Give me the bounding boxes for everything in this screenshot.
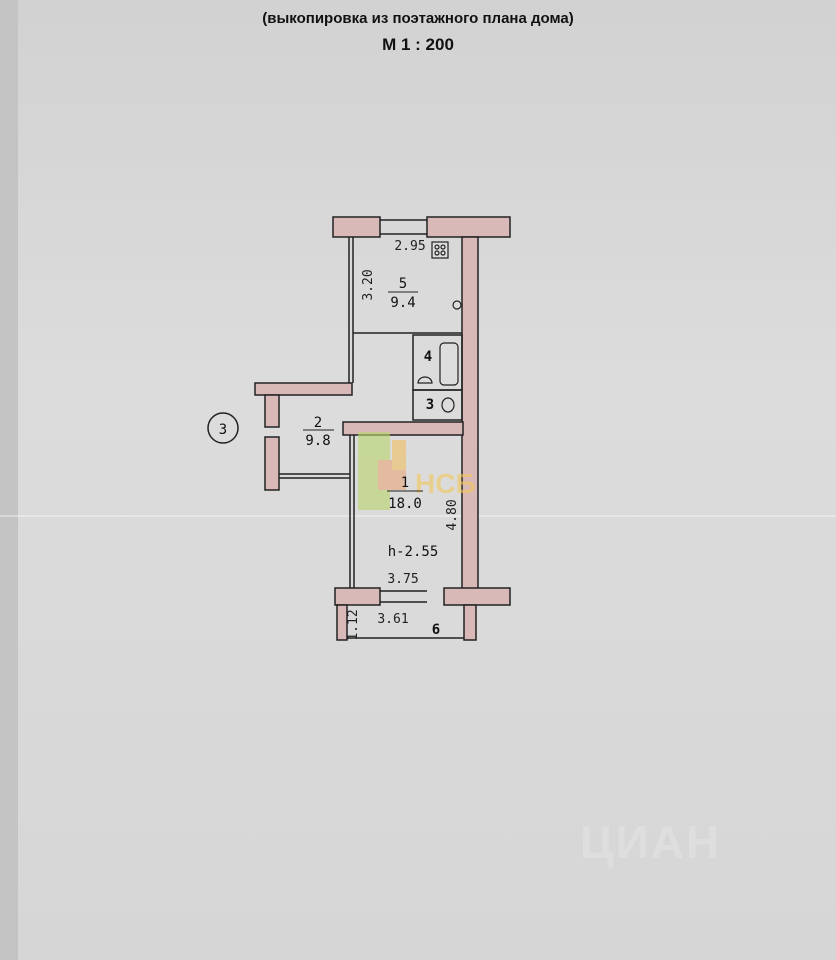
room-5-area: 9.4: [390, 295, 415, 311]
wall-partition: [342, 421, 464, 436]
water-heater-icon: [452, 300, 462, 310]
room-2-area: 9.8: [305, 433, 330, 449]
toilet-icon: [441, 397, 455, 413]
stove-icon: [431, 241, 449, 259]
room-5-number: 5: [399, 276, 407, 292]
thin-walls: [279, 219, 464, 639]
dim-room1-width: 3.75: [387, 572, 418, 587]
axis-marker-label: 3: [219, 422, 227, 438]
plan-subtitle: (выкопировка из поэтажного плана дома): [262, 10, 574, 27]
room-3-number: 3: [426, 397, 434, 413]
wall-top-left: [332, 216, 381, 238]
room-1-number: 1: [401, 475, 409, 491]
paper-sheet: [18, 0, 836, 960]
room-4-number: 4: [424, 349, 432, 365]
axis-marker: 3: [207, 412, 239, 444]
wall-room2-upper: [264, 394, 280, 428]
wall-bottom-left: [334, 587, 381, 606]
nsb-logo: НСБ: [358, 432, 476, 510]
svg-text:НСБ: НСБ: [415, 468, 476, 499]
walls: [254, 216, 511, 641]
wall-top-right: [426, 216, 511, 238]
plan-scale: М 1 : 200: [382, 35, 454, 54]
ceiling-height: h-2.55: [388, 544, 439, 560]
dim-kitchen-width: 2.95: [394, 239, 425, 254]
paper-fold: [0, 515, 836, 517]
dim-kitchen-length: 3.20: [361, 269, 376, 300]
wall-mid-left: [254, 382, 353, 396]
balcony-left: [336, 604, 348, 641]
labels: 2.95 3.20 5 9.4 4 3 2 9.8 1 18.0 4.80 h-…: [303, 239, 460, 641]
room-6-number: 6: [432, 622, 440, 638]
sink-icon: [417, 376, 433, 384]
dim-balcony-width: 1.12: [346, 609, 361, 640]
wall-right: [461, 236, 479, 591]
dim-balcony-length: 3.61: [377, 612, 408, 627]
room-1-area: 18.0: [388, 496, 422, 512]
bathtub-icon: [439, 342, 459, 386]
dim-room1-length: 4.80: [445, 499, 460, 530]
room-2-number: 2: [314, 415, 322, 431]
balcony-right: [463, 604, 477, 641]
wall-bottom-right: [443, 587, 511, 606]
fixtures: [417, 241, 462, 413]
cian-watermark: ЦИАН: [580, 816, 722, 868]
wall-room2-lower: [264, 436, 280, 491]
